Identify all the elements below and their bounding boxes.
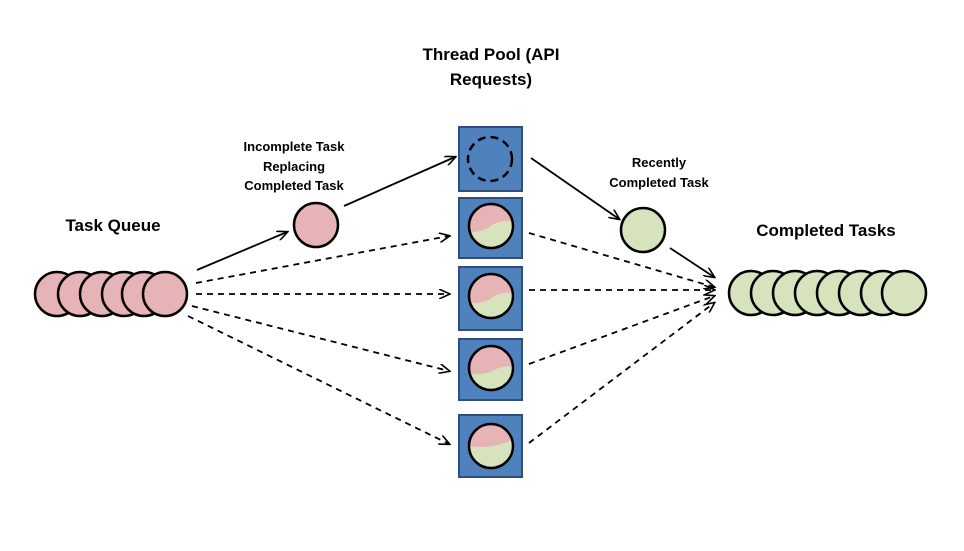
thread-pool-title-line2: Requests) bbox=[450, 70, 532, 89]
thread-slot-5 bbox=[458, 414, 523, 478]
empty-slot-circle bbox=[466, 135, 514, 183]
recent-to-completed-arrow bbox=[669, 247, 714, 277]
recently-completed-label-line1: Recently bbox=[632, 155, 687, 170]
thread-slot-4 bbox=[458, 338, 523, 401]
thread-2-to-completed-arrow bbox=[528, 232, 714, 287]
queue-to-incomplete-arrow bbox=[196, 232, 287, 271]
queue-to-thread-arrows bbox=[187, 236, 449, 444]
queue-to-thread-2-arrow bbox=[195, 236, 449, 284]
incomplete-task-circle bbox=[292, 201, 340, 249]
in-progress-task-circle bbox=[467, 422, 515, 470]
queue-to-thread-4-arrow bbox=[191, 305, 449, 371]
recently-completed-label-line2: Completed Task bbox=[609, 175, 709, 190]
completed-tasks bbox=[727, 269, 928, 317]
queued-task bbox=[141, 270, 189, 318]
queue-to-thread-5-arrow bbox=[187, 315, 449, 444]
incomplete-task-label-line1: Incomplete Task bbox=[244, 139, 346, 154]
thread-slot-3 bbox=[458, 266, 523, 331]
in-progress-task-circle bbox=[467, 344, 515, 392]
task-queue bbox=[33, 270, 189, 318]
solid-arrows bbox=[196, 157, 714, 277]
task-queue-label: Task Queue bbox=[65, 216, 160, 235]
incomplete-to-thread-1-arrow bbox=[343, 157, 455, 207]
thread-pool bbox=[458, 126, 523, 478]
incomplete-task-label-line2: Replacing bbox=[263, 159, 325, 174]
completed-task bbox=[880, 269, 928, 317]
in-progress-task-circle bbox=[467, 202, 515, 250]
thread-to-completed-arrows bbox=[528, 232, 714, 444]
thread-slot-2 bbox=[458, 197, 523, 259]
thread-slot-1 bbox=[458, 126, 523, 192]
in-progress-task-circle bbox=[467, 272, 515, 320]
thread-5-to-completed-arrow bbox=[528, 303, 714, 444]
incomplete-task-label-line3: Completed Task bbox=[244, 178, 344, 193]
thread-4-to-completed-arrow bbox=[528, 296, 714, 365]
completed-tasks-label: Completed Tasks bbox=[756, 221, 896, 240]
thread-1-to-recent-arrow bbox=[530, 157, 619, 219]
recently-completed-task-circle bbox=[619, 206, 667, 254]
thread-pool-title-line1: Thread Pool (API bbox=[423, 45, 560, 64]
